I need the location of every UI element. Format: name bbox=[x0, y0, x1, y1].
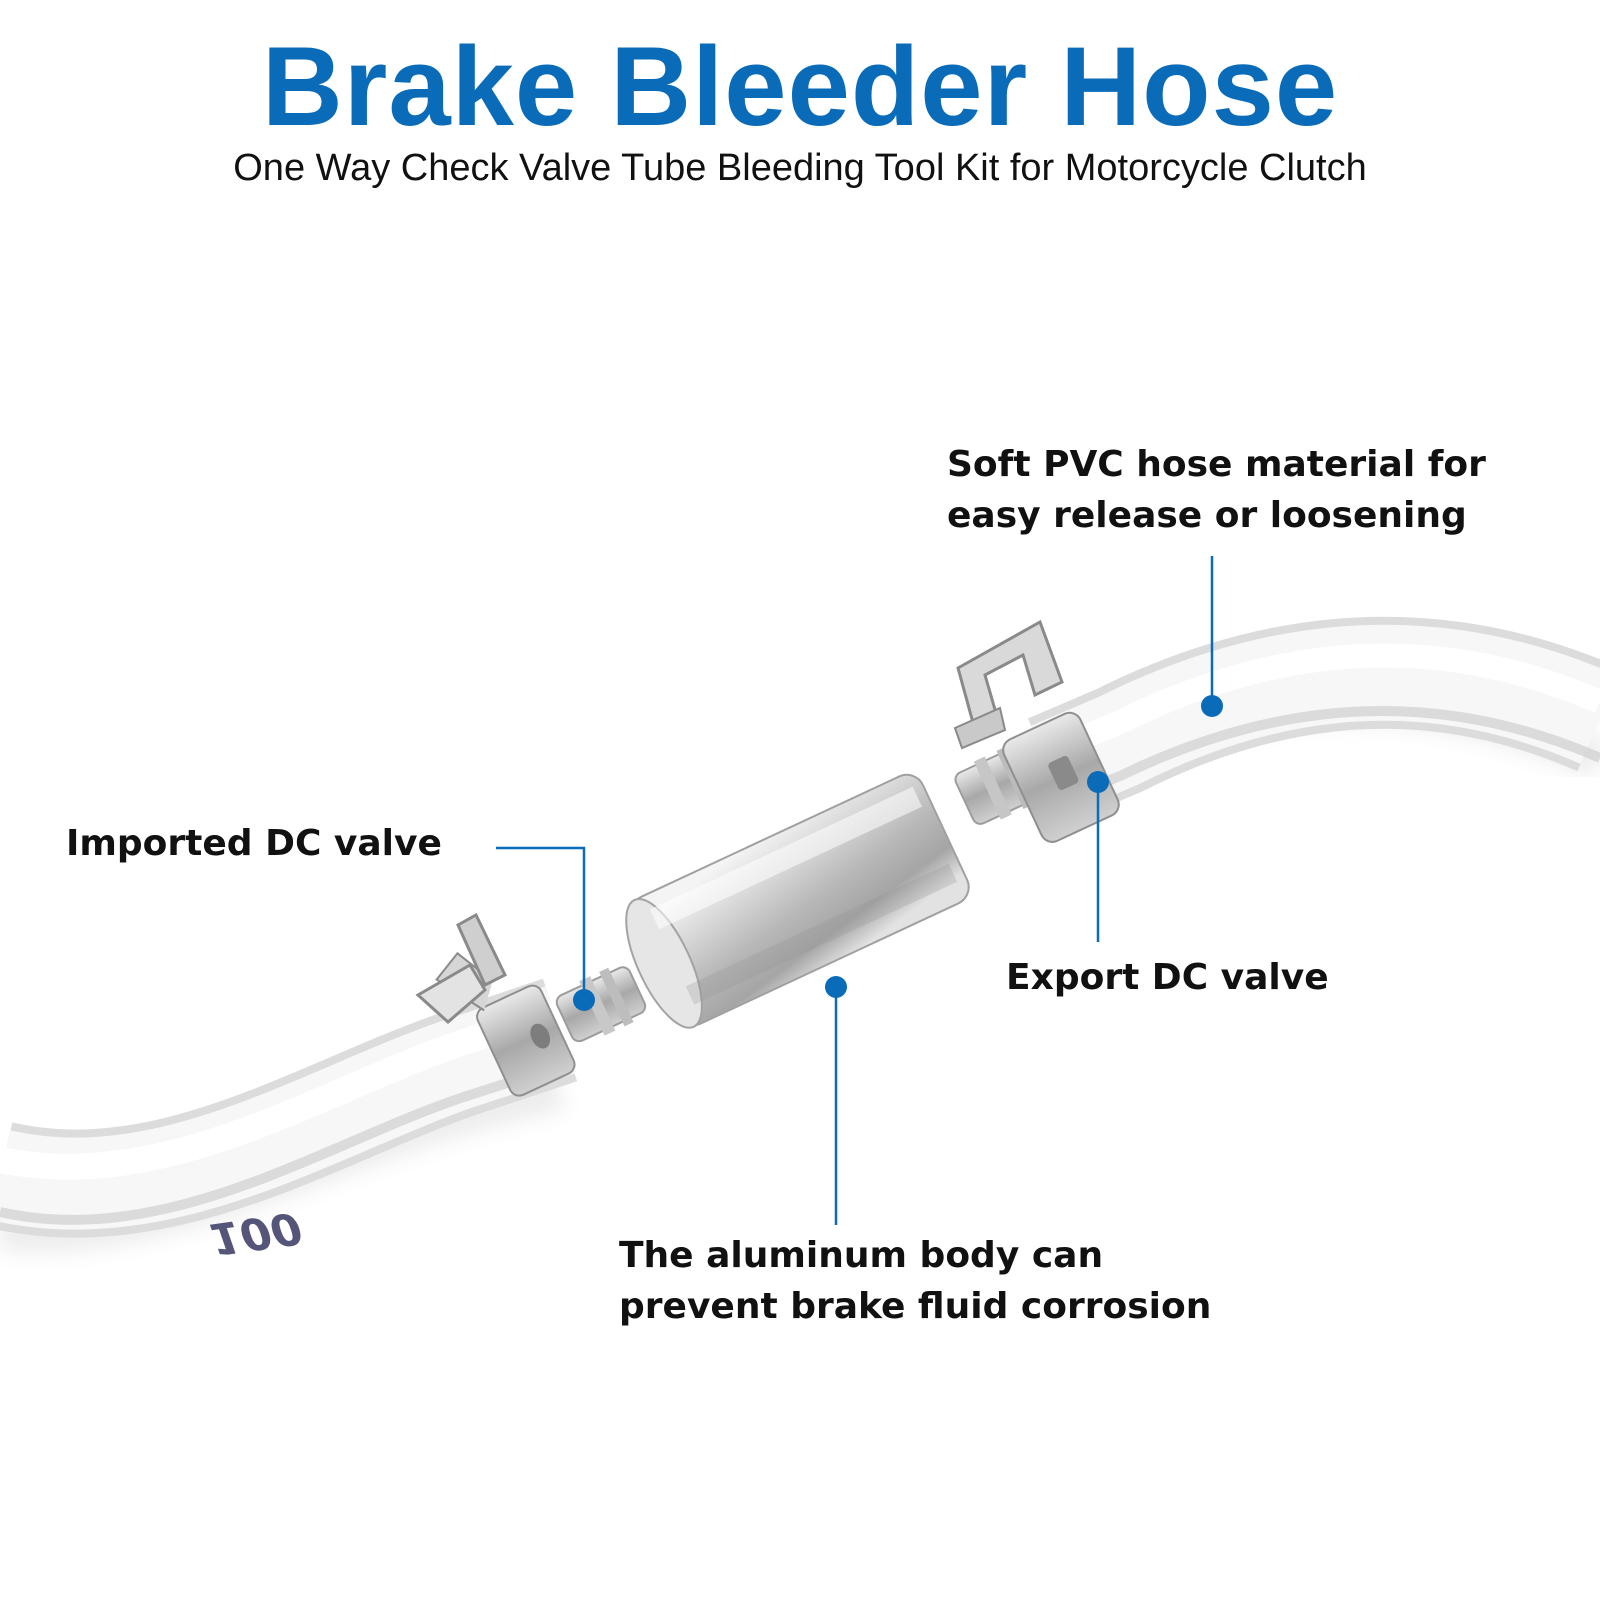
callout-dots bbox=[573, 695, 1223, 1011]
callout-export-valve: Export DC valve bbox=[1006, 957, 1329, 998]
dot-imported-valve bbox=[573, 989, 595, 1011]
page-title: Brake Bleeder Hose bbox=[261, 24, 1339, 149]
callout-aluminum-body-line-2: prevent brake fluid corrosion bbox=[619, 1286, 1212, 1327]
left-pvc-hose bbox=[0, 978, 578, 1238]
callout-hose-material-line-2: easy release or loosening bbox=[947, 495, 1467, 536]
leader-imported-valve bbox=[496, 846, 586, 1000]
callout-leaders bbox=[496, 556, 1214, 1225]
left-hose-clamp bbox=[415, 912, 576, 1097]
hose-print-mark: 100 bbox=[206, 1201, 304, 1264]
dot-aluminum-body bbox=[825, 976, 847, 998]
inlet-nozzle bbox=[555, 966, 647, 1043]
right-pvc-hose bbox=[1027, 616, 1600, 822]
right-hose-clamp bbox=[953, 619, 1120, 843]
callout-hose-material: Soft PVC hose material for easy release … bbox=[947, 439, 1486, 541]
dot-export-valve bbox=[1087, 771, 1109, 793]
callout-hose-material-line-1: Soft PVC hose material for bbox=[947, 444, 1486, 485]
dot-hose-material bbox=[1201, 695, 1223, 717]
aluminum-valve-body bbox=[625, 773, 970, 1029]
page-subtitle: One Way Check Valve Tube Bleeding Tool K… bbox=[233, 147, 1367, 189]
callout-aluminum-body-line-1: The aluminum body can bbox=[619, 1235, 1104, 1276]
callout-imported-valve: Imported DC valve bbox=[66, 823, 442, 864]
callout-aluminum-body: The aluminum body can prevent brake flui… bbox=[619, 1230, 1211, 1332]
